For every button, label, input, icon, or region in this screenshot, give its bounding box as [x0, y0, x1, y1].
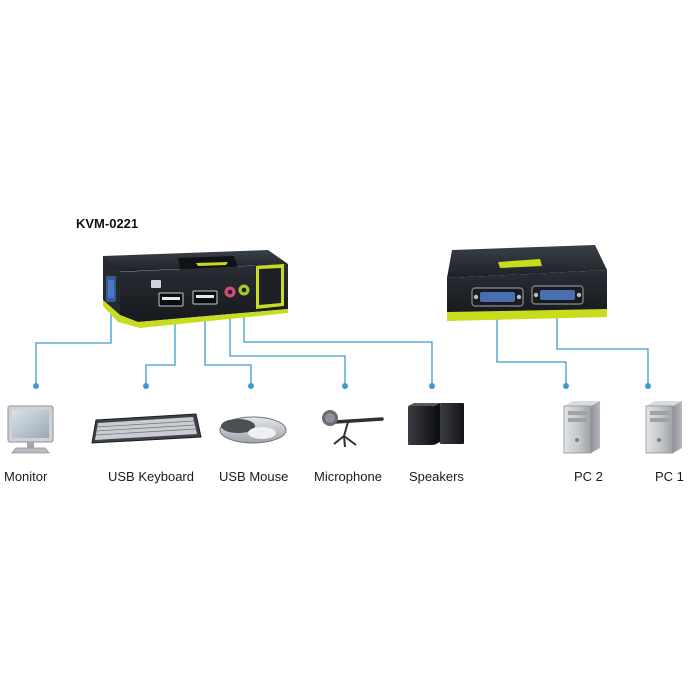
line-microphone	[229, 300, 346, 385]
endpoint-pc1	[645, 383, 651, 389]
label-speakers: Speakers	[409, 469, 464, 484]
endpoint-mouse	[248, 383, 254, 389]
line-monitor	[35, 310, 112, 385]
connector-endpoints	[33, 383, 651, 389]
label-monitor: Monitor	[4, 469, 48, 484]
label-pc2: PC 2	[574, 469, 603, 484]
speakers-icon	[408, 403, 464, 445]
endpoint-speakers	[429, 383, 435, 389]
kvm-switch-back-icon	[447, 245, 607, 321]
monitor-icon	[7, 405, 54, 454]
line-speakers	[243, 300, 433, 385]
mouse-icon	[219, 416, 287, 444]
pc-tower-icon	[563, 401, 600, 454]
label-usb-mouse: USB Mouse	[219, 469, 289, 484]
line-pc1	[556, 314, 649, 385]
connector-lines	[35, 300, 649, 385]
model-title: KVM-0221	[76, 216, 139, 231]
microphone-icon	[322, 410, 384, 448]
line-keyboard	[145, 308, 176, 385]
keyboard-icon	[91, 413, 202, 444]
pc-tower-icon	[645, 401, 682, 454]
label-microphone: Microphone	[314, 469, 382, 484]
line-pc2	[496, 314, 567, 385]
endpoint-pc2	[563, 383, 569, 389]
label-usb-keyboard: USB Keyboard	[108, 469, 194, 484]
endpoint-microphone	[342, 383, 348, 389]
kvm-switch-front-icon	[103, 250, 288, 328]
label-pc1: PC 1	[655, 469, 684, 484]
endpoint-monitor	[33, 383, 39, 389]
endpoint-keyboard	[143, 383, 149, 389]
line-mouse	[204, 308, 252, 385]
